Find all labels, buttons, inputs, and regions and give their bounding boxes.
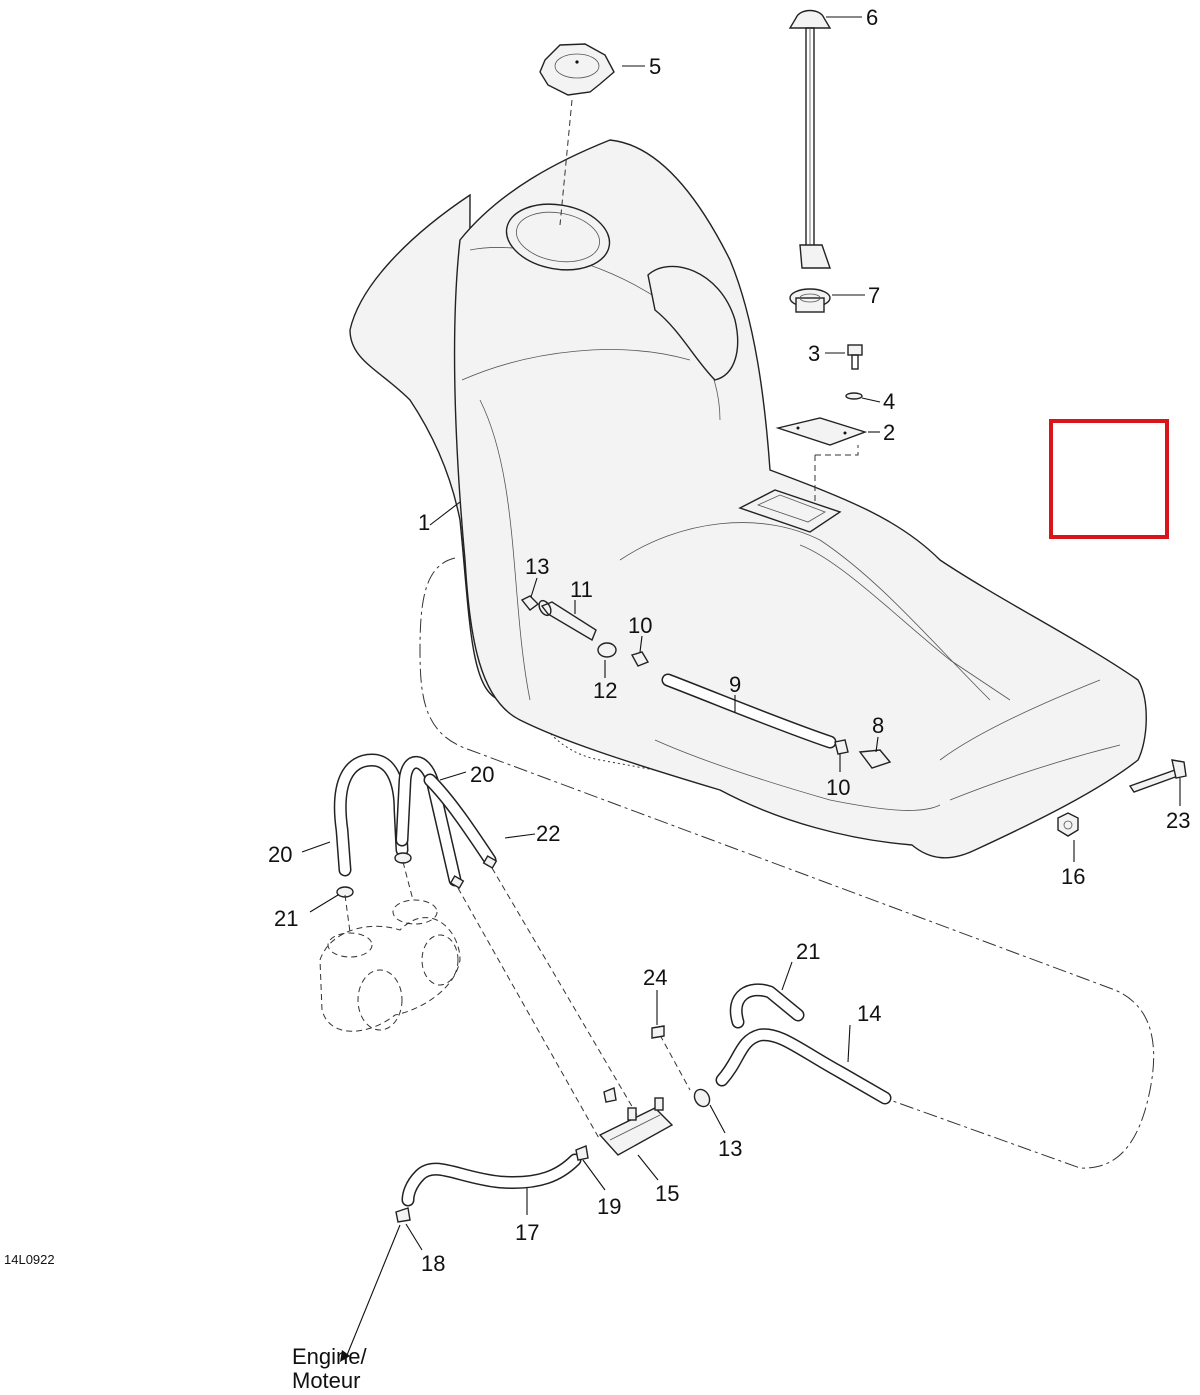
washer[interactable] xyxy=(845,392,863,400)
callout-10-lower: 10 xyxy=(826,775,850,800)
callout-11: 11 xyxy=(570,577,593,602)
clamp-hose-valve[interactable] xyxy=(575,1145,589,1161)
destination-label-line2: Moteur xyxy=(292,1368,360,1393)
clamp-valve-side[interactable] xyxy=(651,1025,665,1039)
fuel-cap[interactable] xyxy=(539,43,615,96)
hose-vent-right[interactable] xyxy=(395,755,497,887)
hose-supply[interactable] xyxy=(715,1028,892,1105)
callout-12: 12 xyxy=(593,678,617,703)
hose-engine[interactable] xyxy=(401,1153,582,1207)
hose-vent-left[interactable] xyxy=(333,753,409,877)
callout-9: 9 xyxy=(729,672,741,697)
callout-21-left: 21 xyxy=(274,906,298,931)
callout-21-right: 21 xyxy=(796,939,820,964)
clamp-engine[interactable] xyxy=(395,1207,411,1223)
pickup-fitting[interactable] xyxy=(537,599,597,642)
clamp-carb-right[interactable] xyxy=(394,852,412,864)
callout-18: 18 xyxy=(421,1251,445,1276)
highlight-box[interactable] xyxy=(1049,419,1169,539)
callout-24: 24 xyxy=(643,965,667,990)
callout-23: 23 xyxy=(1166,808,1190,833)
callout-10-upper: 10 xyxy=(628,613,652,638)
nut[interactable] xyxy=(1057,812,1079,837)
carburetors xyxy=(319,861,461,1032)
callout-4: 4 xyxy=(883,389,895,414)
destination-label-line1: Engine/ xyxy=(292,1344,368,1369)
callout-5: 5 xyxy=(649,54,661,79)
fuel-tank[interactable] xyxy=(349,139,1147,859)
vent-connector[interactable] xyxy=(449,855,498,889)
clamp-valve-top[interactable] xyxy=(603,1087,617,1103)
callout-20-lower: 20 xyxy=(268,842,292,867)
reference-code: 14L0922 xyxy=(4,1252,55,1267)
callout-19: 19 xyxy=(597,1194,621,1219)
callout-14: 14 xyxy=(857,1001,881,1026)
callout-13-upper: 13 xyxy=(525,554,549,579)
grommet[interactable] xyxy=(789,288,831,313)
clamp-upper[interactable] xyxy=(520,595,540,611)
bolt[interactable] xyxy=(1128,759,1187,793)
fuel-gauge-sender[interactable] xyxy=(788,9,832,269)
callout-17: 17 xyxy=(515,1220,539,1245)
callout-2: 2 xyxy=(883,420,895,445)
clamp-lower[interactable] xyxy=(630,651,650,667)
hose-elbow[interactable] xyxy=(729,983,805,1029)
callout-15: 15 xyxy=(655,1181,679,1206)
callout-22: 22 xyxy=(536,821,560,846)
cover-plate[interactable] xyxy=(775,417,868,446)
outlet-fitting[interactable] xyxy=(858,749,892,769)
clamp-outlet[interactable] xyxy=(834,739,849,755)
callout-1: 1 xyxy=(418,510,430,535)
assembly-enclosure xyxy=(419,557,1155,1169)
callout-6: 6 xyxy=(866,5,878,30)
callout-16: 16 xyxy=(1061,864,1085,889)
callout-3: 3 xyxy=(808,341,820,366)
screw[interactable] xyxy=(847,344,863,370)
hose-pickup[interactable] xyxy=(661,673,837,749)
fuel-valve[interactable] xyxy=(598,1097,674,1156)
callout-13-lower: 13 xyxy=(718,1136,742,1161)
callout-8: 8 xyxy=(872,713,884,738)
pickup-grommet[interactable] xyxy=(597,642,617,658)
callout-20-upper: 20 xyxy=(470,762,494,787)
callout-7: 7 xyxy=(868,283,880,308)
clamp-supply[interactable] xyxy=(691,1087,712,1110)
